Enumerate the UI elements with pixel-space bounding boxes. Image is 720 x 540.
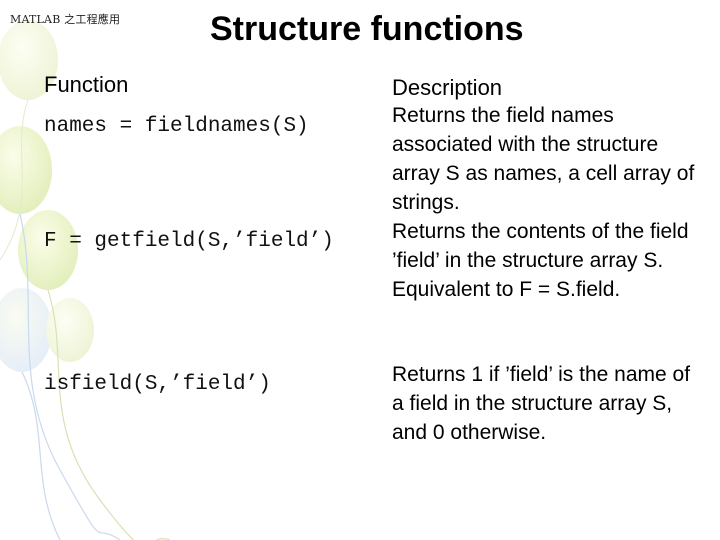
balloon-left-1 [0, 126, 52, 214]
description-fieldnames: Returns the field names associated with … [392, 104, 695, 214]
function-isfield: isfield(S,’field’) [44, 373, 271, 396]
function-column-header: Function [44, 72, 129, 97]
description-isfield: Returns 1 if ’field’ is the name of a fi… [392, 363, 691, 444]
description-column-header: Description [392, 75, 503, 100]
function-fieldnames: names = fieldnames(S) [44, 115, 309, 138]
balloon-string-3 [21, 371, 61, 540]
balloon-left-2 [18, 210, 78, 290]
balloon-left-4 [46, 298, 94, 362]
balloon-string-1 [19, 213, 121, 540]
balloon-string-2 [47, 289, 171, 540]
function-getfield: F = getfield(S,’field’) [44, 230, 334, 253]
header-tag: MATLAB 之工程應用 [10, 13, 121, 26]
balloon-left-3 [0, 288, 52, 372]
slide-title: Structure functions [210, 10, 524, 48]
description-getfield: Returns the contents of the field ’field… [392, 220, 689, 301]
balloon-top-left [0, 20, 58, 100]
balloon-string-4 [0, 99, 29, 261]
